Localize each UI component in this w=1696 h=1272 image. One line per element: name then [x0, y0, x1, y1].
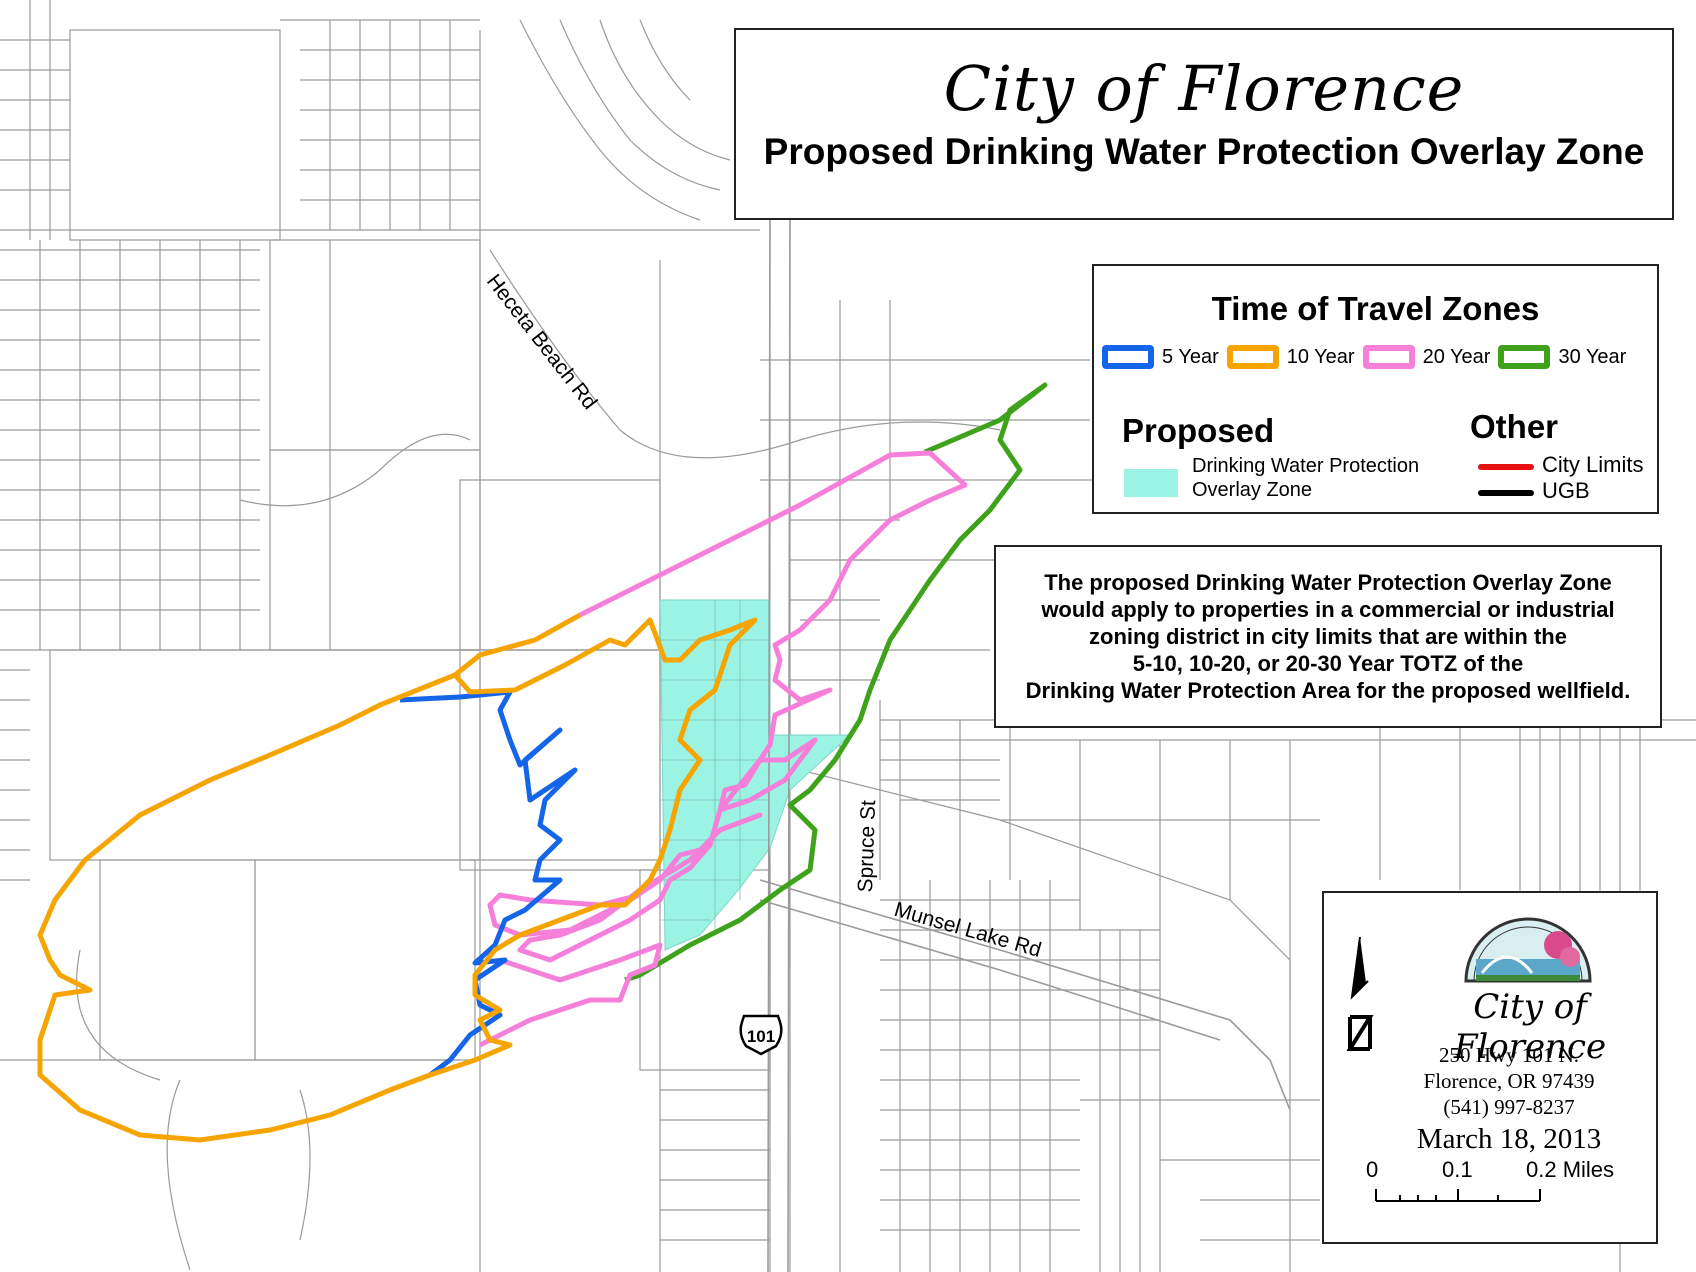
legend-label-30-year: 30 Year: [1558, 345, 1627, 368]
city-limits-swatch: [1478, 464, 1534, 470]
tot-zone-30-year: [624, 382, 1048, 983]
info-city-name: City of Florence: [1453, 987, 1607, 1067]
road-label-spruce-st: Spruce St: [854, 799, 881, 893]
swatch-10-year: [1226, 345, 1279, 369]
info-address: 250 Hwy 101 N.: [1439, 1043, 1579, 1067]
scale-bar: [1375, 1189, 1541, 1202]
highway-101-label: 101: [747, 1027, 775, 1046]
legend-label-10-year: 10 Year: [1286, 345, 1355, 368]
note-line-1: The proposed Drinking Water Protection O…: [1044, 570, 1612, 595]
overlay-zone: [659, 599, 852, 951]
info-city-state: Florence, OR 97439: [1423, 1069, 1595, 1093]
map-city-title: City of Florence: [943, 52, 1465, 125]
legend-label-20-year: 20 Year: [1422, 345, 1491, 368]
note-panel: The proposed Drinking Water Protection O…: [994, 545, 1662, 728]
swatch-5-year: [1102, 345, 1154, 369]
title-panel: City of Florence Proposed Drinking Water…: [734, 28, 1674, 220]
overlay-zone-legend-line-1: Drinking Water Protection: [1192, 455, 1420, 477]
overlay-zone-swatch: [1124, 469, 1178, 497]
highway-101-shield: 101: [739, 1014, 783, 1056]
scale-label-0-2: 0.2 Miles: [1526, 1157, 1615, 1182]
legend-other-heading: Other: [1470, 408, 1559, 445]
overlay-zone-legend-label: Drinking Water Protection Overlay Zone: [1192, 454, 1419, 502]
legend-item-20-year: 20 Year: [1362, 345, 1491, 369]
north-arrow-icon: [1346, 937, 1374, 1051]
info-panel: City of Florence 250 Hwy 101 N. Florence…: [1322, 891, 1658, 1244]
city-seal-logo: [1464, 917, 1592, 983]
note-text: The proposed Drinking Water Protection O…: [1026, 569, 1631, 704]
ugb-label: UGB: [1542, 478, 1590, 503]
overlay-zone-legend-line-2: Overlay Zone: [1192, 479, 1313, 501]
tot-zone-20-year: [478, 450, 968, 1048]
legend-title: Time of Travel Zones: [1211, 290, 1540, 327]
map-subtitle: Proposed Drinking Water Protection Overl…: [763, 131, 1645, 172]
legend-label-5-year: 5 Year: [1162, 345, 1219, 368]
scale-label-0-1: 0.1: [1442, 1157, 1473, 1182]
legend-item-10-year: 10 Year: [1226, 345, 1355, 369]
city-limits-label: City Limits: [1542, 452, 1644, 477]
note-line-3: zoning district in city limits that are …: [1089, 624, 1567, 649]
note-line-2: would apply to properties in a commercia…: [1041, 597, 1615, 622]
legend-item-5-year: 5 Year: [1102, 345, 1219, 369]
swatch-20-year: [1362, 345, 1415, 369]
scale-label-0: 0: [1366, 1157, 1379, 1182]
info-date: March 18, 2013: [1416, 1123, 1602, 1155]
swatch-30-year: [1498, 345, 1551, 369]
info-phone: (541) 997-8237: [1443, 1095, 1575, 1119]
zone-legend-row: 5 Year 10 Year 20 Year 30 Year: [1102, 345, 1657, 369]
tot-zone-10-year: [37, 612, 758, 1143]
ugb-swatch: [1478, 490, 1534, 496]
legend-panel: Time of Travel Zones 5 Year 10 Year 20 Y…: [1092, 264, 1659, 514]
note-line-5: Drinking Water Protection Area for the p…: [1025, 678, 1631, 703]
legend-proposed-heading: Proposed: [1122, 412, 1275, 449]
legend-item-30-year: 30 Year: [1498, 345, 1626, 369]
note-line-4: 5-10, 10-20, or 20-30 Year TOTZ of the: [1132, 651, 1524, 676]
